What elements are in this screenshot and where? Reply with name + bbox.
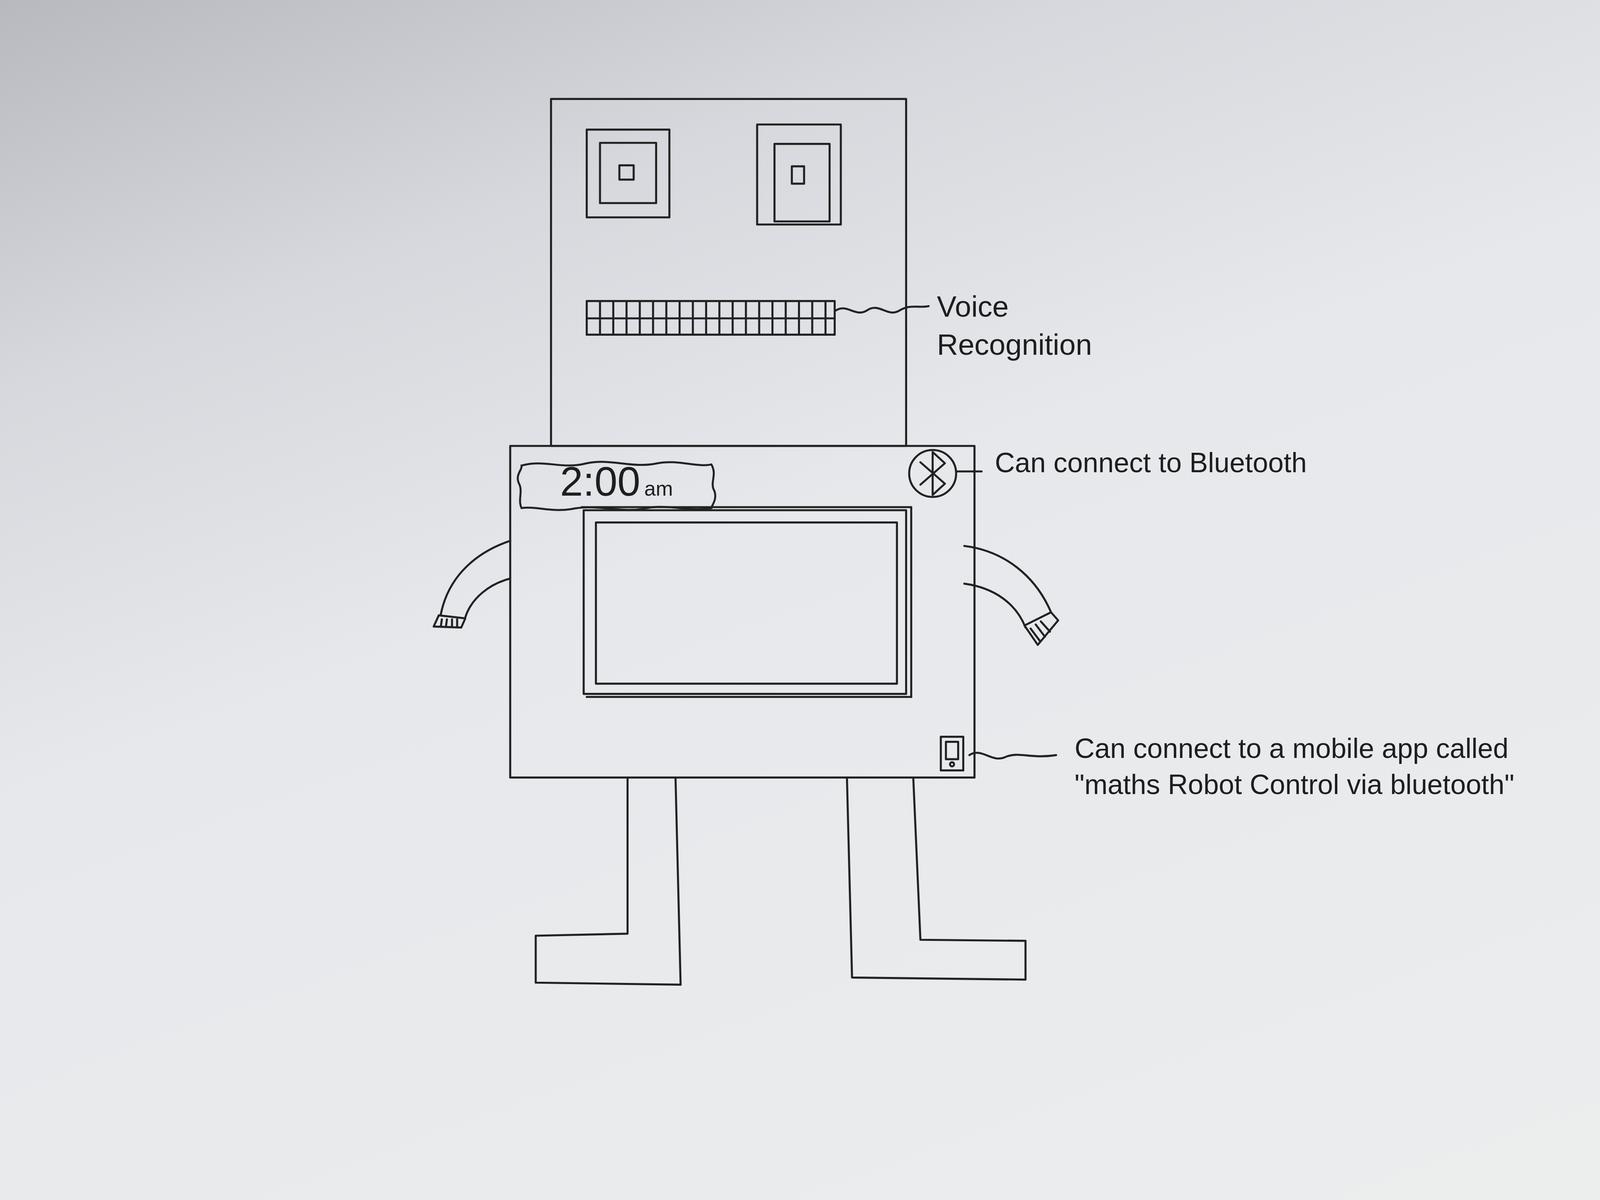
clock-display: 2:00am xyxy=(515,459,718,513)
robot-leg xyxy=(846,777,1026,980)
robot-eye xyxy=(757,124,841,225)
robot-leg xyxy=(535,777,681,985)
callout-label: Can connect to a mobile app called "math… xyxy=(1074,730,1534,803)
leader-line xyxy=(957,470,982,473)
leader-line xyxy=(834,305,929,313)
clock-suffix: am xyxy=(644,478,674,499)
robot-eye xyxy=(586,129,670,218)
clock-text-row: 2:00am xyxy=(515,459,718,513)
robot-body xyxy=(510,446,975,778)
robot-head xyxy=(551,98,907,446)
robot-arm xyxy=(964,546,1059,645)
callout-label: Voice Recognition xyxy=(936,287,1152,364)
bluetooth-icon xyxy=(909,450,956,497)
leader-line xyxy=(969,752,1057,759)
chest-screen xyxy=(581,507,912,697)
robot-arm xyxy=(433,540,511,628)
callout-label: Can connect to Bluetooth xyxy=(994,444,1307,481)
clock-time: 2:00 xyxy=(559,460,641,502)
phone-icon xyxy=(940,736,964,771)
voice-grille xyxy=(586,301,835,335)
